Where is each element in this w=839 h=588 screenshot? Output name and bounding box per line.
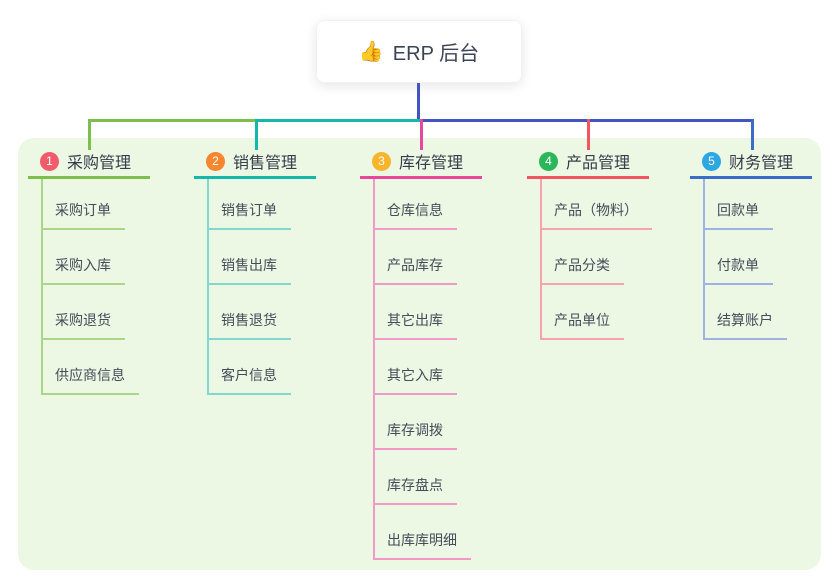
branch-number-badge: 2 — [206, 151, 225, 171]
child-node-label: 采购退货 — [55, 312, 111, 328]
branch-node[interactable]: 2 销售管理 — [206, 149, 297, 173]
child-node[interactable]: 回款单 — [703, 198, 773, 230]
branch-spine — [41, 179, 43, 395]
branch-spine — [373, 179, 375, 560]
child-node-label: 其它出库 — [387, 312, 443, 328]
child-node[interactable]: 其它出库 — [373, 308, 457, 340]
root-node[interactable]: 👍 ERP 后台 — [316, 20, 522, 83]
child-node-label: 库存盘点 — [387, 477, 443, 493]
connector-root-drop — [417, 83, 420, 122]
child-node[interactable]: 库存盘点 — [373, 473, 457, 505]
child-node-label: 库存调拨 — [387, 422, 443, 438]
branch-node-label: 销售管理 — [233, 155, 298, 172]
branch-node-label: 产品管理 — [566, 155, 631, 172]
child-node[interactable]: 产品库存 — [373, 253, 457, 285]
branch-node-label: 采购管理 — [67, 155, 132, 172]
branch-number-badge: 3 — [372, 151, 391, 171]
mindmap-panel — [18, 138, 821, 570]
branch-number-badge: 4 — [539, 151, 558, 171]
branch-underline — [690, 176, 812, 179]
child-node[interactable]: 销售退货 — [207, 308, 291, 340]
branch-underline — [28, 176, 150, 179]
child-node-label: 产品库存 — [387, 257, 443, 273]
child-node[interactable]: 采购订单 — [41, 198, 125, 230]
child-node[interactable]: 销售订单 — [207, 198, 291, 230]
child-node[interactable]: 采购入库 — [41, 253, 125, 285]
child-node-label: 其它入库 — [387, 367, 443, 383]
branch-node-label: 财务管理 — [729, 155, 794, 172]
branch-number-badge: 5 — [702, 151, 721, 171]
branch-underline — [527, 176, 649, 179]
child-node[interactable]: 库存调拨 — [373, 418, 457, 450]
branch-spine — [703, 179, 705, 340]
branch-spine — [207, 179, 209, 395]
branch-node[interactable]: 4 产品管理 — [539, 149, 630, 173]
child-node[interactable]: 产品分类 — [540, 253, 624, 285]
branch-node[interactable]: 3 库存管理 — [372, 149, 463, 173]
child-node[interactable]: 出库库明细 — [373, 528, 471, 560]
connector-branch-drop — [420, 119, 423, 150]
connector-bus-mid — [255, 119, 423, 122]
child-node[interactable]: 结算账户 — [703, 308, 787, 340]
branch-node[interactable]: 5 财务管理 — [702, 149, 793, 173]
child-node-label: 回款单 — [717, 202, 759, 218]
connector-branch-drop — [255, 119, 258, 150]
child-node-label: 销售出库 — [221, 257, 277, 273]
root-node-label: ERP 后台 — [392, 43, 480, 65]
connector-bus-left — [88, 119, 258, 122]
child-node-label: 采购订单 — [55, 202, 111, 218]
child-node-label: 出库库明细 — [387, 532, 457, 548]
branch-underline — [194, 176, 316, 179]
connector-branch-drop — [88, 119, 91, 150]
connector-branch-drop — [587, 119, 590, 150]
branch-underline — [360, 176, 482, 179]
child-node-label: 产品分类 — [554, 257, 610, 273]
child-node-label: 销售退货 — [221, 312, 277, 328]
child-node[interactable]: 供应商信息 — [41, 363, 139, 395]
child-node[interactable]: 产品单位 — [540, 308, 624, 340]
connector-branch-drop — [751, 119, 754, 150]
thumbs-up-icon: 👍 — [358, 40, 384, 63]
child-node[interactable]: 销售出库 — [207, 253, 291, 285]
branch-spine — [540, 179, 542, 340]
child-node-label: 采购入库 — [55, 257, 111, 273]
child-node[interactable]: 客户信息 — [207, 363, 291, 395]
child-node[interactable]: 其它入库 — [373, 363, 457, 395]
child-node-label: 产品（物料） — [554, 202, 638, 218]
child-node-label: 销售订单 — [221, 202, 277, 218]
child-node-label: 付款单 — [717, 257, 759, 273]
child-node[interactable]: 付款单 — [703, 253, 773, 285]
child-node[interactable]: 产品（物料） — [540, 198, 652, 230]
child-node-label: 供应商信息 — [55, 367, 125, 383]
child-node[interactable]: 采购退货 — [41, 308, 125, 340]
child-node-label: 仓库信息 — [387, 202, 443, 218]
branch-node[interactable]: 1 采购管理 — [40, 149, 131, 173]
child-node-label: 结算账户 — [717, 312, 773, 328]
child-node[interactable]: 仓库信息 — [373, 198, 457, 230]
branch-node-label: 库存管理 — [399, 155, 464, 172]
child-node-label: 产品单位 — [554, 312, 610, 328]
branch-number-badge: 1 — [40, 151, 59, 171]
child-node-label: 客户信息 — [221, 367, 277, 383]
